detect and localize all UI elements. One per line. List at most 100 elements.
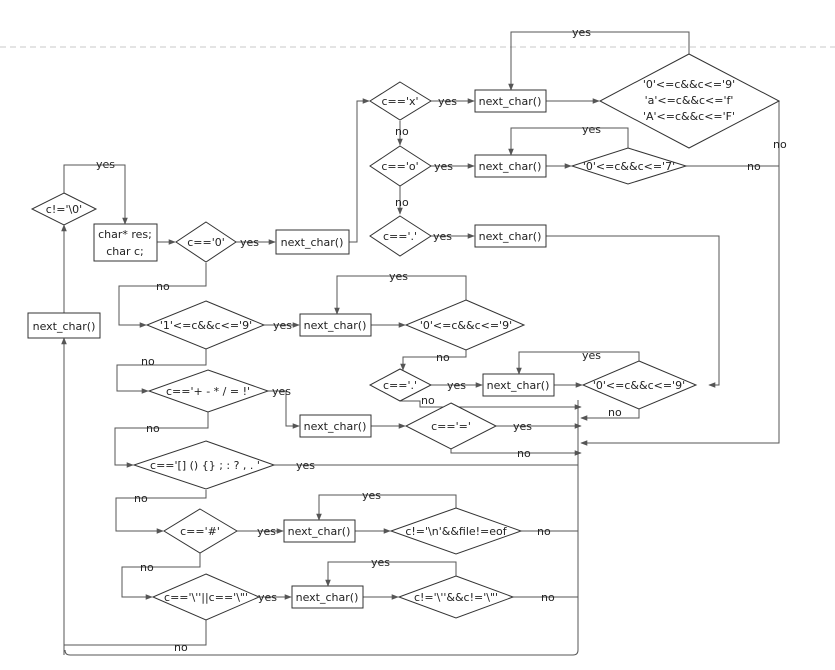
decision-quote-label: c=='\''||c=='\"' [164,591,248,604]
edge-zero-no [118,263,207,328]
label-notnl-yes: yes [362,489,381,502]
edge-notnl-yes [316,494,457,521]
process-next-char-hash: next_char() [283,519,356,543]
edge-dot2-no [400,400,582,410]
edge-brackets-no [115,490,207,534]
label-brackets-yes: yes [296,459,315,472]
decision-not-newline: c!='\n'&&file!=eof [389,507,523,555]
decision-zero-label: c=='0' [187,236,225,249]
edge-merge-bus [64,400,579,656]
label-d09a-yes: yes [389,270,408,283]
decision-digit-1-9-label: '1'<=c&&c<='9' [160,319,252,332]
decision-not-quote: c!='\''&&c!='\"' [397,575,515,619]
label-dot2-yes: yes [447,379,466,392]
process-next-char-dot-1-label: next_char() [479,230,542,243]
label-ops-no: no [146,422,160,435]
decision-zero: c=='0' [175,221,237,263]
process-next-char-loop: next_char() [27,312,101,339]
label-o-yes: yes [434,160,453,173]
decision-not-end: c!='\0' [30,192,98,226]
label-o-no: no [395,196,409,209]
edge-d19-no [116,349,207,394]
label-d19-no: no [141,355,155,368]
decision-not-end-label: c!='\0' [46,203,82,216]
edge-quote-no [64,620,207,646]
process-init: char* res; char c; [93,223,158,262]
decision-equals-label: c=='=' [431,420,471,433]
decision-oct: '0'<=c&&c<='7' [570,147,688,185]
decision-o: c=='o' [369,145,432,187]
edge-ncdot1-digit [546,235,720,388]
process-next-char-o-label: next_char() [479,160,542,173]
process-next-char-ops: next_char() [299,414,372,438]
edge-notquote-yes [325,561,457,587]
decision-digit-0-9-b-label: '0'<=c&&c<='9' [593,379,685,392]
edge-d09a-no [400,350,467,371]
decision-o-label: c=='o' [381,160,418,173]
label-hex-yes: yes [572,26,591,39]
decision-hex-line1: '0'<=c&&c<='9' [643,78,735,91]
decision-equals: c=='=' [404,402,498,450]
label-hash-yes: yes [257,525,276,538]
label-zero-yes: yes [240,236,259,249]
label-d09b-no: no [608,406,622,419]
label-notquote-yes: yes [371,556,390,569]
process-next-char-dot-1: next_char() [474,224,547,248]
edge-hex-yes [508,31,690,91]
label-d09b-yes: yes [582,349,601,362]
process-next-char-hash-label: next_char() [288,525,351,538]
decision-dot-1-label: c=='.' [383,230,417,243]
label-hex-no: no [773,138,787,151]
edge-nc1-x [349,98,370,243]
process-next-char-digit-label: next_char() [304,319,367,332]
label-x-no: no [395,125,409,138]
process-next-char-dot-2: next_char() [482,373,555,397]
edge-eq-no [450,449,582,456]
edge-d09b-yes [516,351,640,375]
edge-hash-no [121,553,201,600]
label-ops-yes: yes [272,385,291,398]
decision-oct-label: '0'<=c&&c<='7' [583,160,675,173]
edge-labels: yes yes yes yes no no yes yes no no yes … [96,26,787,654]
label-eq-yes: yes [513,420,532,433]
process-next-char-quote: next_char() [291,585,364,609]
edge-ops-no [114,412,209,468]
process-init-line2: char c; [106,245,144,258]
process-next-char-digit: next_char() [299,313,372,337]
label-quote-no: no [174,641,188,654]
decision-not-quote-label: c!='\''&&c!='\"' [414,591,498,604]
decision-brackets-label: c=='[] () {} ; : ? , . ' [150,459,260,472]
edge-oct-yes [508,127,629,156]
edge-ops-yes [268,390,300,429]
label-quote-yes: yes [258,591,277,604]
decision-x-label: c=='x' [381,95,418,108]
process-next-char-1: next_char() [275,229,350,255]
process-next-char-x: next_char() [474,89,547,113]
decision-digit-0-9-b: '0'<=c&&c<='9' [581,360,698,410]
decision-not-newline-label: c!='\n'&&file!=eof [405,525,507,538]
process-next-char-dot-2-label: next_char() [487,379,550,392]
decision-quote: c=='\''||c=='\"' [151,573,261,621]
label-hash-no: no [140,561,154,574]
process-next-char-quote-label: next_char() [296,591,359,604]
label-oct-no: no [747,160,761,173]
decision-hex-line3: 'A'<=c&&c<='F' [643,110,735,123]
decision-hash: c=='#' [163,508,238,554]
process-next-char-loop-label: next_char() [33,320,96,333]
label-dot1-yes: yes [433,230,452,243]
process-next-char-o: next_char() [474,154,547,178]
process-next-char-ops-label: next_char() [304,420,367,433]
decision-digit-0-9-a: '0'<=c&&c<='9' [404,299,526,351]
label-notend-yes: yes [96,158,115,171]
decision-brackets: c=='[] () {} ; : ? , . ' [132,440,276,490]
label-d09a-no: no [436,351,450,364]
edge-hex-no [580,101,780,446]
decision-dot-2-label: c=='.' [383,379,417,392]
decision-hash-label: c=='#' [180,525,220,538]
edge-d09b-no [580,409,640,421]
process-next-char-1-label: next_char() [281,236,344,249]
decision-hex: '0'<=c&&c<='9' 'a'<=c&&c<='f' 'A'<=c&&c<… [598,53,781,149]
decision-operators: c=='+ - * / = !' [147,369,270,413]
